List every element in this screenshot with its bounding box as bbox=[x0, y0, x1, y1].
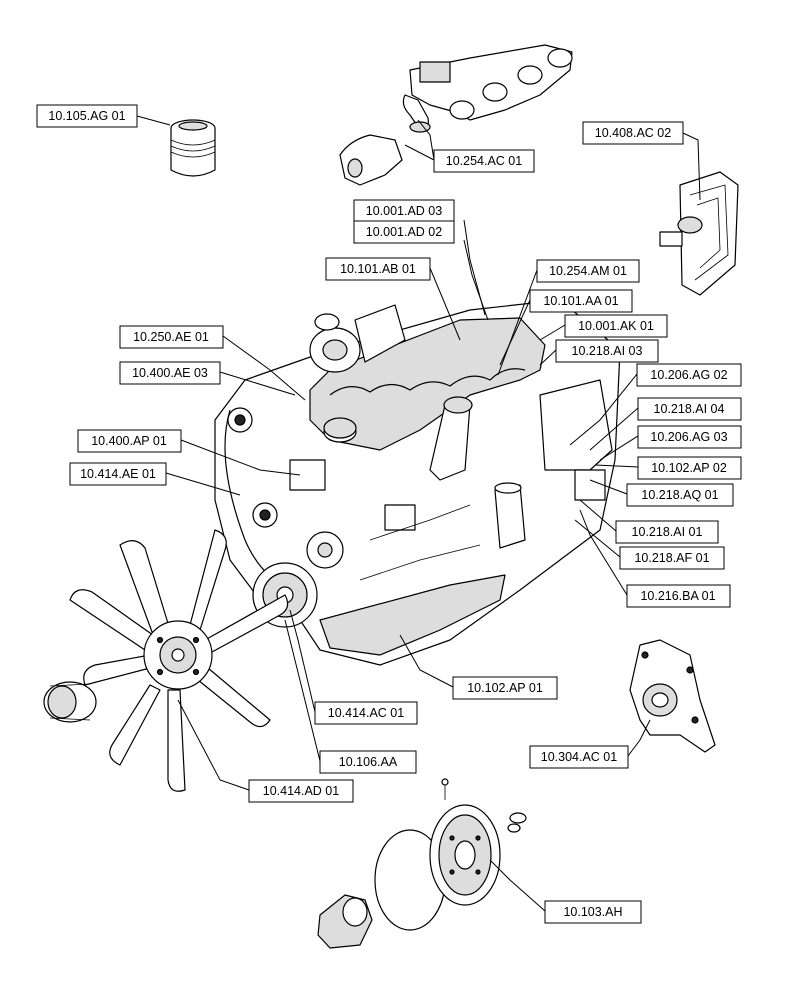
callout-label: 10.101.AA 01 bbox=[543, 294, 618, 308]
callout-c01[interactable]: 10.105.AG 01 bbox=[36, 104, 138, 128]
callout-label: 10.102.AP 01 bbox=[467, 681, 543, 695]
callout-c12[interactable]: 10.400.AE 03 bbox=[119, 361, 221, 385]
callout-label: 10.001.AK 01 bbox=[578, 319, 654, 333]
oil-cooler-illustration bbox=[659, 171, 739, 296]
callout-c23[interactable]: 10.102.AP 01 bbox=[452, 676, 558, 700]
callout-label: 10.102.AP 02 bbox=[651, 461, 727, 475]
callout-label: 10.218.AF 01 bbox=[634, 551, 709, 565]
callout-c18[interactable]: 10.102.AP 02 bbox=[637, 456, 742, 480]
callout-c25[interactable]: 10.304.AC 01 bbox=[529, 745, 629, 769]
callout-c16[interactable]: 10.206.AG 03 bbox=[637, 425, 742, 449]
callout-label: 10.414.AD 01 bbox=[263, 784, 339, 798]
callout-label: 10.001.AD 03 bbox=[366, 204, 442, 218]
leader-lines bbox=[136, 115, 701, 912]
exhaust-manifold-illustration bbox=[339, 44, 573, 186]
callout-label: 10.304.AC 01 bbox=[541, 750, 617, 764]
callout-label: 10.218.AI 04 bbox=[654, 402, 725, 416]
callout-c26[interactable]: 10.106.AA bbox=[319, 750, 417, 774]
callout-c10[interactable]: 10.250.AE 01 bbox=[119, 325, 224, 349]
callout-c20[interactable]: 10.218.AI 01 bbox=[615, 520, 719, 544]
callout-label: 10.105.AG 01 bbox=[48, 109, 125, 123]
callout-c04[interactable]: 10.001.AD 03 bbox=[353, 199, 455, 223]
timing-cover-illustration bbox=[629, 639, 716, 753]
callout-c03[interactable]: 10.408.AC 02 bbox=[582, 121, 684, 145]
callout-label: 10.103.AH bbox=[563, 905, 622, 919]
callout-label: 10.408.AC 02 bbox=[595, 126, 671, 140]
callout-c02[interactable]: 10.254.AC 01 bbox=[433, 149, 535, 173]
callout-c07[interactable]: 10.254.AM 01 bbox=[536, 259, 640, 283]
callout-c08[interactable]: 10.101.AA 01 bbox=[529, 289, 633, 313]
callout-label: 10.206.AG 03 bbox=[650, 430, 727, 444]
callout-c15[interactable]: 10.400.AP 01 bbox=[77, 429, 182, 453]
callout-label: 10.101.AB 01 bbox=[340, 262, 416, 276]
callout-c22[interactable]: 10.216.BA 01 bbox=[626, 584, 731, 608]
callout-label: 10.400.AP 01 bbox=[91, 434, 167, 448]
callout-c24[interactable]: 10.414.AC 01 bbox=[314, 701, 418, 725]
callout-label: 10.414.AE 01 bbox=[80, 467, 156, 481]
callout-label: 10.254.AC 01 bbox=[446, 154, 522, 168]
callout-label: 10.218.AI 01 bbox=[632, 525, 703, 539]
callout-label: 10.218.AI 03 bbox=[572, 344, 643, 358]
callout-label: 10.250.AE 01 bbox=[133, 330, 209, 344]
callout-label: 10.400.AE 03 bbox=[132, 366, 208, 380]
callout-label: 10.216.BA 01 bbox=[640, 589, 715, 603]
flywheel-illustration bbox=[317, 778, 527, 949]
callout-c06[interactable]: 10.101.AB 01 bbox=[325, 257, 431, 281]
callout-label: 10.254.AM 01 bbox=[549, 264, 627, 278]
callout-c05[interactable]: 10.001.AD 02 bbox=[353, 220, 455, 244]
callout-c28[interactable]: 10.103.AH bbox=[544, 900, 642, 924]
callout-label: 10.106.AA bbox=[339, 755, 398, 769]
callout-c13[interactable]: 10.206.AG 02 bbox=[636, 363, 742, 387]
callout-c11[interactable]: 10.218.AI 03 bbox=[555, 339, 659, 363]
callout-label: 10.001.AD 02 bbox=[366, 225, 442, 239]
callout-label: 10.206.AG 02 bbox=[650, 368, 727, 382]
callout-c27[interactable]: 10.414.AD 01 bbox=[248, 779, 354, 803]
callout-c17[interactable]: 10.414.AE 01 bbox=[69, 462, 167, 486]
callout-c21[interactable]: 10.218.AF 01 bbox=[619, 546, 725, 570]
callout-c19[interactable]: 10.218.AQ 01 bbox=[626, 483, 734, 507]
piston-illustration bbox=[170, 119, 216, 177]
callout-label: 10.218.AQ 01 bbox=[641, 488, 718, 502]
callout-c09[interactable]: 10.001.AK 01 bbox=[564, 314, 668, 338]
callout-c14[interactable]: 10.218.AI 04 bbox=[637, 397, 742, 421]
cooling-fan-illustration bbox=[43, 529, 289, 792]
callout-label: 10.414.AC 01 bbox=[328, 706, 404, 720]
engine-block-illustration bbox=[214, 299, 621, 666]
